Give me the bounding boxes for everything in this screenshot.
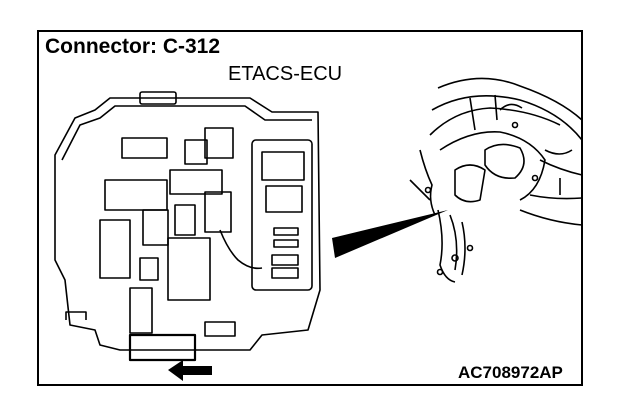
- arrow-icon: [168, 360, 212, 381]
- location-pointer: [332, 210, 448, 258]
- component-label: ETACS-ECU: [228, 63, 343, 85]
- connector-title: Connector: C-312: [45, 35, 221, 58]
- etacs-ecu-unit: [54, 91, 321, 362]
- figure-frame: [37, 30, 583, 386]
- figure-code: AC708972AP: [458, 363, 563, 382]
- vehicle-dashboard: [409, 77, 583, 283]
